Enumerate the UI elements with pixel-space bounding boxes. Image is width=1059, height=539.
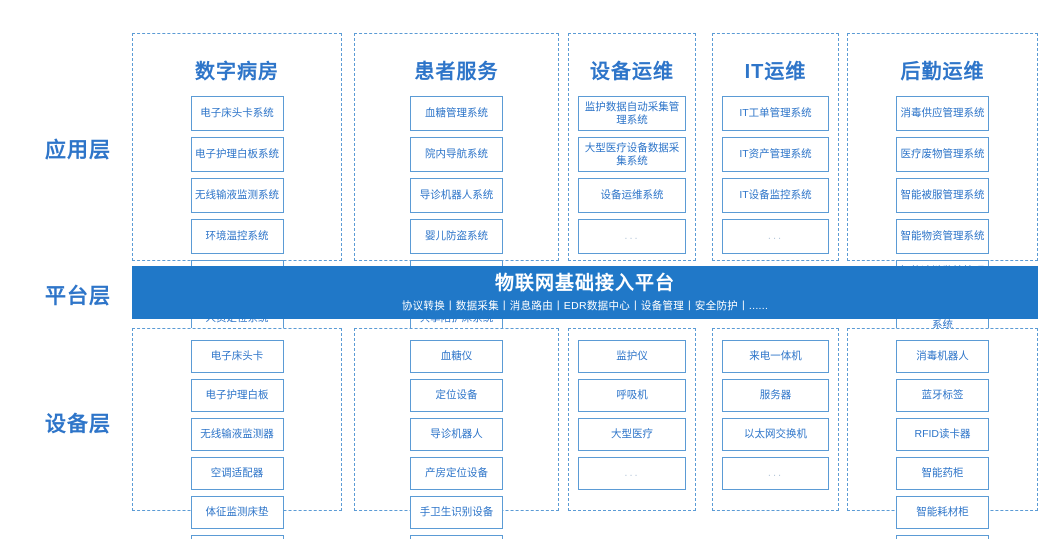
module-cell[interactable]: 蓝牙标签 [896, 379, 989, 412]
cell-grid: 血糖仪定位设备导诊机器人产房定位设备手卫生识别设备共享陪护床共享按摩椅... [355, 340, 558, 539]
application-column-5: 后勤运维消毒供应管理系统医疗废物管理系统智能被服管理系统智能物资管理系统智能冷链… [847, 33, 1038, 418]
cell-grid: 监护仪呼吸机大型医疗... [569, 340, 695, 490]
module-cell[interactable]: 导诊机器人 [410, 418, 503, 451]
module-cell[interactable]: 体征监测床垫 [190, 496, 284, 529]
module-cell[interactable]: 手卫生识别设备 [410, 496, 503, 529]
module-cell[interactable]: IT工单管理系统 [722, 96, 829, 131]
module-cell[interactable]: 电子床头卡 [190, 340, 284, 373]
column-title: IT运维 [744, 61, 807, 83]
module-cell[interactable]: 导诊机器人系统 [410, 178, 503, 213]
module-cell[interactable]: 监护仪 [578, 340, 686, 373]
module-cell[interactable]: 空调适配器 [190, 457, 284, 490]
module-cell[interactable]: 产房定位设备 [410, 457, 503, 490]
module-cell[interactable]: 消毒机器人 [896, 340, 989, 373]
layer-label-device: 设备层 [45, 413, 111, 436]
application-column-3: 设备运维监护数据自动采集管理系统大型医疗设备数据采集系统设备运维系统... [568, 33, 696, 261]
module-cell[interactable]: 婴儿防盗系统 [410, 219, 503, 254]
module-cell[interactable]: 电子床头卡系统 [190, 96, 284, 131]
layer-label-application: 应用层 [45, 139, 111, 162]
device-column-2: 血糖仪定位设备导诊机器人产房定位设备手卫生识别设备共享陪护床共享按摩椅... [354, 328, 559, 539]
module-cell[interactable]: 智能耗材柜 [896, 496, 989, 529]
module-cell[interactable]: RFID读卡器 [896, 418, 989, 451]
layer-label-platform: 平台层 [45, 285, 111, 308]
cell-grid: 监护数据自动采集管理系统大型医疗设备数据采集系统设备运维系统... [569, 96, 695, 254]
platform-subtitle: 协议转换丨数据采集丨消息路由丨EDR数据中心丨设备管理丨安全防护丨...... [401, 299, 769, 312]
module-cell[interactable]: 智能药柜 [896, 457, 989, 490]
module-cell[interactable]: IT设备监控系统 [722, 178, 829, 213]
platform-band: 物联网基础接入平台 协议转换丨数据采集丨消息路由丨EDR数据中心丨设备管理丨安全… [132, 266, 1038, 319]
module-cell[interactable]: 设备运维系统 [578, 178, 686, 213]
cell-grid: IT工单管理系统 IT资产管理系统 IT设备监控系统... [713, 96, 838, 254]
placeholder-cell[interactable]: ... [722, 219, 829, 254]
cell-grid: 来电一体机服务器以太网交换机... [713, 340, 838, 490]
module-cell[interactable]: IT资产管理系统 [722, 137, 829, 172]
module-cell[interactable]: 血糖仪 [410, 340, 503, 373]
platform-title: 物联网基础接入平台 [494, 272, 675, 294]
module-cell[interactable]: 定位设备 [190, 535, 284, 539]
module-cell[interactable]: 智能被服管理系统 [896, 178, 989, 213]
device-column-4: 来电一体机服务器以太网交换机... [712, 328, 839, 511]
device-column-5: 消毒机器人蓝牙标签RFID读卡器智能药柜智能耗材柜温湿度传感器能耗传感器... [847, 328, 1038, 539]
application-column-1: 数字病房电子床头卡系统电子护理白板系统无线输液监测系统环境温控系统智能体征监测系… [132, 33, 342, 418]
module-cell[interactable]: 来电一体机 [722, 340, 829, 373]
device-column-3: 监护仪呼吸机大型医疗... [568, 328, 696, 511]
module-cell[interactable]: 医疗废物管理系统 [896, 137, 989, 172]
application-column-4: IT运维 IT工单管理系统 IT资产管理系统 IT设备监控系统... [712, 33, 839, 261]
module-cell[interactable]: 监护数据自动采集管理系统 [578, 96, 686, 131]
module-cell[interactable]: 大型医疗 [578, 418, 686, 451]
module-cell[interactable]: 智能物资管理系统 [896, 219, 989, 254]
module-cell[interactable]: 服务器 [722, 379, 829, 412]
module-cell[interactable]: 无线输液监测器 [190, 418, 284, 451]
placeholder-cell[interactable]: ... [578, 219, 686, 254]
module-cell[interactable]: 定位设备 [410, 379, 503, 412]
column-title: 后勤运维 [900, 61, 985, 83]
module-cell[interactable]: 以太网交换机 [722, 418, 829, 451]
module-cell[interactable]: 院内导航系统 [410, 137, 503, 172]
module-cell[interactable]: 大型医疗设备数据采集系统 [578, 137, 686, 172]
module-cell[interactable]: 消毒供应管理系统 [896, 96, 989, 131]
module-cell[interactable]: 电子护理白板系统 [190, 137, 284, 172]
module-cell[interactable]: 无线输液监测系统 [190, 178, 284, 213]
module-cell[interactable]: 血糖管理系统 [410, 96, 503, 131]
module-cell[interactable]: 共享陪护床 [410, 535, 503, 539]
module-cell[interactable]: 呼吸机 [578, 379, 686, 412]
column-title: 设备运维 [590, 61, 674, 83]
column-title: 患者服务 [414, 61, 499, 83]
column-title: 数字病房 [195, 61, 279, 83]
application-column-2: 患者服务血糖管理系统院内导航系统导诊机器人系统婴儿防盗系统手卫生管理系统共享陪护… [354, 33, 559, 418]
device-column-1: 电子床头卡电子护理白板无线输液监测器空调适配器体征监测床垫定位设备IP智能电话.… [132, 328, 342, 539]
module-cell[interactable]: 环境温控系统 [190, 219, 284, 254]
module-cell[interactable]: 温湿度传感器 [896, 535, 989, 539]
cell-grid: 电子床头卡电子护理白板无线输液监测器空调适配器体征监测床垫定位设备IP智能电话.… [133, 340, 341, 539]
cell-grid: 消毒机器人蓝牙标签RFID读卡器智能药柜智能耗材柜温湿度传感器能耗传感器... [848, 340, 1037, 539]
placeholder-cell[interactable]: ... [722, 457, 829, 490]
module-cell[interactable]: 电子护理白板 [190, 379, 284, 412]
placeholder-cell[interactable]: ... [578, 457, 686, 490]
